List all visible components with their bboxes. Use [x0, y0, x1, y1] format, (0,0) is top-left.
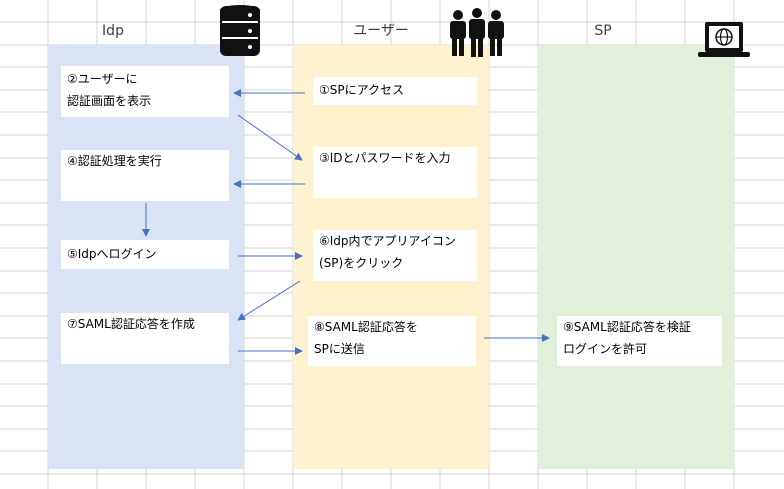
step-6-box: ⑥Idp内でアプリアイコン (SP)をクリック [313, 230, 477, 281]
step-5-line-1: ⑤Idpへログイン [67, 247, 157, 261]
step-4-box: ④認証処理を実行 [61, 150, 229, 201]
step-7-line-1: ⑦SAML認証応答を作成 [67, 317, 195, 331]
step-1-line-1: ①SPにアクセス [319, 83, 405, 97]
step-2-line-2: 認証画面を表示 [67, 94, 152, 108]
step-2-box: ②ユーザーに 認証画面を表示 [61, 66, 229, 117]
lane-sp [538, 45, 734, 469]
step-8-box: ⑧SAML認証応答を SPに送信 [308, 316, 476, 366]
step-8-line-2: SPに送信 [314, 342, 365, 356]
lane-header-user: ユーザー [353, 23, 409, 39]
step-6-line-2: (SP)をクリック [319, 256, 404, 270]
step-6-line-1: ⑥Idp内でアプリアイコン [319, 234, 456, 248]
step-4-line-1: ④認証処理を実行 [67, 154, 162, 168]
step-7-box: ⑦SAML認証応答を作成 [61, 313, 229, 364]
step-1-box: ①SPにアクセス [313, 77, 477, 105]
step-2-line-1: ②ユーザーに [67, 72, 138, 86]
step-3-line-1: ③IDとパスワードを入力 [319, 151, 451, 165]
step-9-box: ⑨SAML認証応答を検証 ログインを許可 [557, 316, 722, 366]
step-9-line-1: ⑨SAML認証応答を検証 [563, 320, 691, 334]
lane-header-idp: Idp [102, 23, 124, 39]
step-9-line-2: ログインを許可 [563, 342, 648, 356]
step-8-line-1: ⑧SAML認証応答を [314, 320, 418, 334]
step-3-box: ③IDとパスワードを入力 [313, 147, 477, 198]
step-5-box: ⑤Idpへログイン [61, 240, 229, 269]
lane-header-sp: SP [594, 23, 612, 39]
